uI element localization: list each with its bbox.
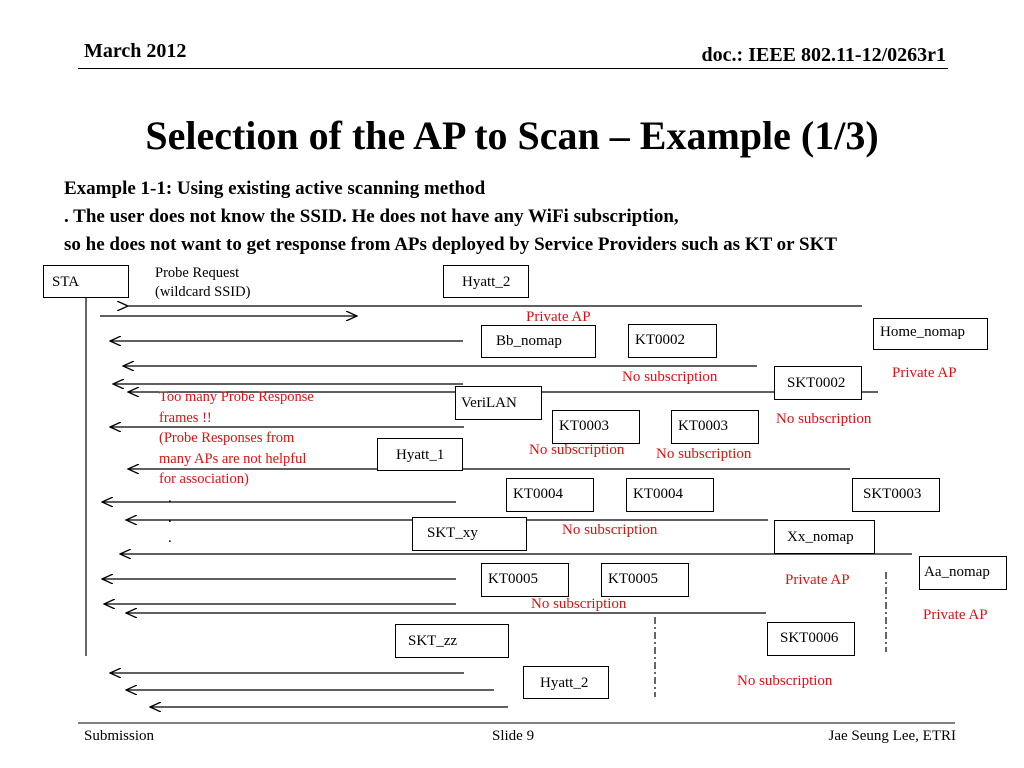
ap-label: KT0005 (608, 571, 658, 587)
ap-label: KT0004 (513, 486, 563, 502)
ap-label: SKT_xy (427, 525, 478, 541)
ap-label: KT0003 (559, 418, 609, 434)
example-line-2: . The user does not know the SSID. He do… (64, 206, 679, 227)
note-line: many APs are not helpful (159, 450, 307, 467)
ap-label: Bb_nomap (496, 333, 562, 349)
ap-label: SKT0002 (787, 375, 846, 391)
ap-label: Aa_nomap (924, 564, 990, 580)
probe-request-label: Probe Request (wildcard SSID) (155, 264, 250, 302)
note-line: (Probe Responses from (159, 430, 295, 446)
footer-author: Jae Seung Lee, ETRI (828, 728, 956, 744)
ap-box-kt0005-a: KT0005 (481, 563, 569, 597)
note-line: Too many Probe Response (159, 389, 314, 405)
ap-box-kt0004-b: KT0004 (626, 478, 714, 512)
sta-label: STA (52, 274, 80, 290)
footer-slide-number: Slide 9 (492, 728, 535, 744)
private-ap-label: Private AP (526, 309, 591, 325)
ap-box-skt-zz: SKT_zz (395, 624, 509, 658)
ap-label: SKT0003 (863, 486, 922, 502)
ap-box-hyatt-1: Hyatt_1 (377, 438, 463, 471)
ap-box-hyatt-2-bottom: Hyatt_2 (523, 666, 609, 699)
ap-label: VeriLAN (461, 395, 517, 411)
ap-label: Home_nomap (880, 324, 965, 340)
ap-box-kt0002: KT0002 (628, 324, 717, 358)
ap-label: Hyatt_1 (396, 447, 445, 463)
no-subscription-label: No subscription (776, 411, 872, 427)
sta-node: STA (43, 265, 129, 298)
ap-label: KT0003 (678, 418, 728, 434)
ap-box-skt0006: SKT0006 (767, 622, 855, 656)
ap-box-aa-nomap: Aa_nomap (919, 556, 1007, 590)
no-subscription-label: No subscription (622, 369, 718, 385)
header-date: March 2012 (84, 40, 187, 62)
too-many-responses-note: Too many Probe Response frames !! (Probe… (159, 387, 314, 490)
no-subscription-label: No subscription (531, 596, 627, 612)
probe-request-line-2: (wildcard SSID) (155, 284, 251, 300)
ellipsis-dot: . (168, 490, 172, 506)
ap-label: KT0002 (635, 332, 685, 348)
ap-label: Hyatt_2 (462, 274, 511, 290)
ap-box-verilan: VeriLAN (455, 386, 542, 420)
ap-label: KT0005 (488, 571, 538, 587)
note-line: for association) (159, 471, 249, 487)
ap-box-skt0003: SKT0003 (852, 478, 940, 512)
header-divider (78, 68, 948, 69)
no-subscription-label: No subscription (737, 673, 833, 689)
note-line: frames !! (159, 409, 212, 426)
ap-box-hyatt-2-top: Hyatt_2 (443, 265, 529, 298)
private-ap-label: Private AP (785, 572, 850, 588)
example-line-3: so he does not want to get response from… (64, 234, 838, 255)
ap-box-kt0005-b: KT0005 (601, 563, 689, 597)
ap-box-skt-xy: SKT_xy (412, 517, 527, 551)
ap-box-kt0003-b: KT0003 (671, 410, 759, 444)
ap-box-bb-nomap: Bb_nomap (481, 325, 596, 358)
ap-box-home-nomap: Home_nomap (873, 318, 988, 350)
no-subscription-label: No subscription (562, 522, 658, 538)
footer-submission: Submission (84, 728, 155, 744)
ap-label: SKT0006 (780, 630, 839, 646)
header-doc-id: doc.: IEEE 802.11-12/0263r1 (701, 44, 946, 66)
ap-box-xx-nomap: Xx_nomap (774, 520, 875, 554)
ap-box-skt0002: SKT0002 (774, 366, 862, 400)
ap-label: Hyatt_2 (540, 675, 589, 691)
ap-label: Xx_nomap (787, 529, 854, 545)
ap-box-kt0003-a: KT0003 (552, 410, 640, 444)
example-heading: Example 1-1: Using existing active scann… (64, 178, 486, 199)
slide-title: Selection of the AP to Scan – Example (1… (145, 113, 879, 158)
ellipsis-dot: . (168, 530, 172, 546)
ellipsis-dot: . (168, 510, 172, 526)
no-subscription-label: No subscription (529, 442, 625, 458)
probe-request-line-1: Probe Request (155, 265, 240, 281)
ap-label: KT0004 (633, 486, 683, 502)
private-ap-label: Private AP (892, 365, 957, 381)
ap-label: SKT_zz (408, 633, 458, 649)
no-subscription-label: No subscription (656, 446, 752, 462)
private-ap-label: Private AP (923, 607, 988, 623)
ap-box-kt0004-a: KT0004 (506, 478, 594, 512)
